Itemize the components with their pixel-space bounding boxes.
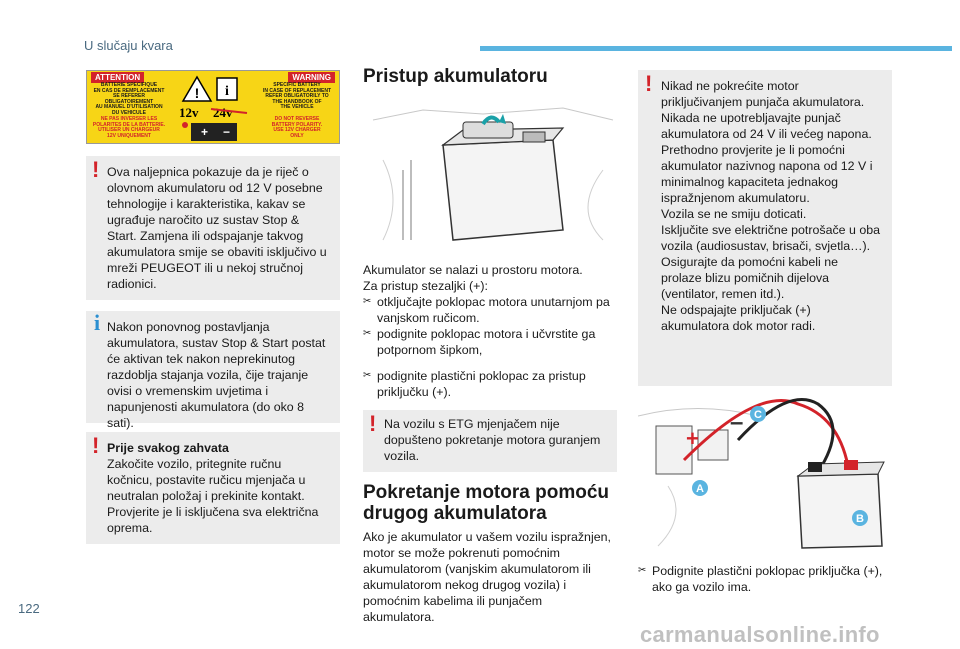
warning-text-before: Zakočite vozilo, pritegnite ručnu kočnic…: [107, 457, 319, 535]
label-b: B: [856, 513, 864, 525]
battery-sticker-icon: ! i 12v 24v + −: [179, 75, 248, 141]
bullet-icon: ✂: [363, 370, 372, 381]
section-title: U slučaju kvara: [84, 38, 173, 53]
warning-text-sticker: Ova naljepnica pokazuje da je riječ o ol…: [107, 165, 327, 291]
warning-label: WARNING: [288, 72, 335, 83]
heading-line-2: drugog akumulatora: [363, 503, 547, 524]
label-c: C: [754, 409, 762, 421]
warning-box-sticker: ! Ova naljepnica pokazuje da je riječ o …: [86, 156, 340, 300]
warning-text-etg: Na vozilu s ETG mjenjačem nije dopušteno…: [384, 417, 601, 463]
warning-icon: !: [645, 71, 653, 96]
bullet-icon: ✂: [363, 296, 372, 307]
sticker-12v: 12v: [179, 105, 199, 120]
step-text: podignite poklopac motora i učvrstite ga…: [377, 327, 596, 357]
svg-text:+: +: [686, 426, 699, 451]
warning-box-etg: ! Na vozilu s ETG mjenjačem nije dopušte…: [363, 410, 617, 472]
warning-text-charger: Nikad ne pokrećite motor priključivanjem…: [661, 79, 881, 333]
page-number: 122: [18, 601, 40, 616]
battery-warning-sticker: ATTENTION WARNING BATTERIE SPECIFIQUE EN…: [86, 70, 340, 144]
sticker-fr-top: BATTERIE SPECIFIQUE EN CAS DE REMPLACEME…: [93, 82, 165, 116]
bullet-icon: ✂: [363, 328, 372, 339]
battery-access-illustration: [363, 100, 617, 252]
list-item: ✂ otključajte poklopac motora unutarnjom…: [363, 294, 617, 326]
list-item: ✂ Podignite plastični poklopac priključk…: [638, 563, 892, 595]
label-a: A: [696, 483, 704, 495]
sticker-24v: 24v: [213, 105, 233, 120]
heading-jump-start: Pokretanje motora pomoću drugog akumulat…: [363, 482, 609, 524]
battery-access-steps: ✂ otključajte poklopac motora unutarnjom…: [363, 294, 617, 400]
warning-box-charger: ! Nikad ne pokrećite motor priključivanj…: [638, 70, 892, 386]
step-text: otključajte poklopac motora unutarnjom p…: [377, 295, 610, 325]
svg-text:−: −: [223, 125, 230, 139]
attention-label: ATTENTION: [91, 72, 145, 83]
step-text: Podignite plastični poklopac priključka …: [652, 564, 883, 594]
heading-battery-access: Pristup akumulatoru: [363, 66, 548, 87]
warning-icon: !: [92, 157, 100, 182]
heading-line-1: Pokretanje motora pomoću: [363, 482, 609, 503]
info-text-stop-start: Nakon ponovnog postavljanja akumulatora,…: [107, 320, 326, 430]
bullet-icon: ✂: [638, 565, 647, 576]
sticker-en-bottom: DO NOT REVERSE BATTERY POLARITY. USE 12V…: [271, 116, 323, 139]
plus-terminal-step: ✂ Podignite plastični poklopac priključk…: [638, 563, 892, 595]
battery-location-text: Akumulator se nalazi u prostoru motora. …: [363, 263, 583, 293]
list-item: ✂ podignite poklopac motora i učvrstite …: [363, 326, 617, 358]
warning-icon: !: [369, 411, 377, 436]
warning-box-before: ! Prije svakog zahvata Zakočite vozilo, …: [86, 432, 340, 544]
svg-text:!: !: [195, 85, 200, 101]
warning-title-before: Prije svakog zahvata: [107, 441, 229, 455]
sticker-en-top: SPECIFIC BATTERY IN CASE OF REPLACEMENT …: [262, 82, 332, 110]
svg-text:i: i: [225, 84, 229, 99]
jump-start-text: Ako je akumulator u vašem vozilu ispražn…: [363, 530, 611, 624]
list-item: ✂ podignite plastični poklopac za pristu…: [363, 368, 617, 400]
svg-text:+: +: [201, 125, 208, 139]
watermark-text: carmanualsonline.info: [640, 622, 880, 647]
info-icon: i: [94, 310, 101, 335]
header-accent-bar: [480, 46, 952, 51]
step-text: podignite plastični poklopac za pristup …: [377, 369, 586, 399]
warning-icon: !: [92, 433, 100, 458]
info-box-stop-start: i Nakon ponovnog postavljanja akumulator…: [86, 310, 340, 430]
sticker-fr-bottom: NE PAS INVERSER LES POLARITES DE LA BATT…: [92, 116, 166, 139]
jump-start-illustration: + – C A B: [638, 396, 892, 556]
